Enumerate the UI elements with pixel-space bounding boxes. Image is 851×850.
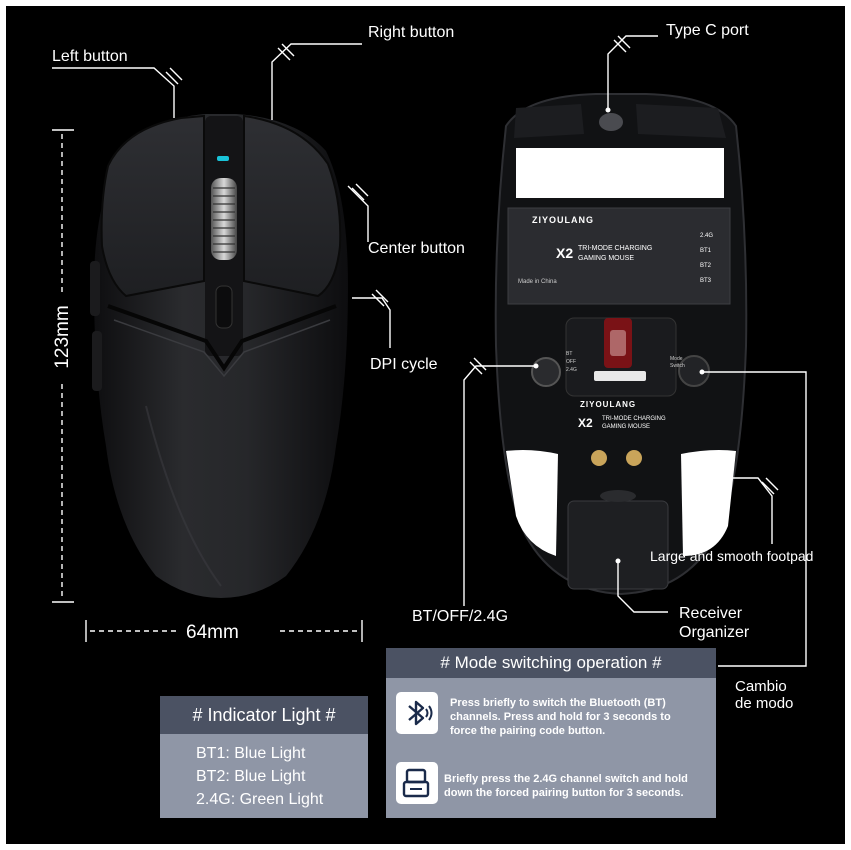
switch-mark-24g: 2.4G [566,367,577,373]
receiver-line-2: Organizer [679,624,750,641]
indicator-24g: 2.4G: Green Light [196,791,324,808]
leader-lines [52,35,807,667]
switch-mark-bt: BT [566,351,573,357]
product-infographic: ZIYOULANG X2 TRI-MODE CHARGING GAMING MO… [6,6,845,844]
indicator-light-panel: # Indicator Light # BT1: Blue Light BT2:… [160,696,368,818]
mouse-bottom-view [494,93,748,596]
bt-instruction: Press briefly to switch the Bluetooth (B… [450,697,671,737]
mode-switching-panel: # Mode switching operation # Press brief… [386,648,716,818]
made-in: Made in China [518,279,557,285]
height-dimension-label: 123mm [52,305,73,369]
bluetooth-icon [396,692,438,734]
sensor-product-line-2: GAMING MOUSE [602,424,651,430]
mode-bt2: BT2 [700,263,712,269]
right-button-label: Right button [368,24,455,41]
center-button-label: Center button [368,240,465,257]
product-line-2: GAMING MOUSE [578,255,635,262]
product-line-1: TRI-MODE CHARGING [578,245,653,252]
usb-receiver-icon [396,762,438,804]
indicator-bt1: BT1: Blue Light [196,745,306,762]
cambio-line-2: de modo [735,695,794,712]
mode-list: 2.4G BT1 BT2 BT3 [700,229,713,289]
model-name: X2 [556,245,574,261]
mode-bt3: BT3 [700,278,712,284]
left-button-label: Left button [52,48,128,65]
brand-name: ZIYOULANG [532,215,594,225]
width-dimension-label: 64mm [186,622,239,643]
mode-24g: 2.4G [700,233,714,239]
mode-switch-small-label: Mode Switch [670,356,685,369]
mouse-top-view [90,114,348,598]
switch-marks: BT OFF 2.4G [566,350,577,374]
indicator-bt2: BT2: Blue Light [196,768,306,785]
switch-mark-off: OFF [566,359,576,365]
cambio-line-1: Cambio [735,678,787,695]
cambio-label: Cambio de modo [735,678,793,712]
indicator-light-title: # Indicator Light # [160,696,368,734]
mode-switching-title: # Mode switching operation # [386,648,716,678]
receiver-organizer-label: Receiver Organizer [679,604,749,642]
sensor-product-line-1: TRI-MODE CHARGING [602,416,666,422]
mode-bt1: BT1 [700,248,712,254]
bottom-brand-label: ZIYOULANG X2 TRI-MODE CHARGING GAMING MO… [518,211,718,301]
rx-instruction: Briefly press the 2.4G channel switch an… [444,773,688,799]
bt-off-24g-label: BT/OFF/2.4G [412,608,509,625]
dpi-cycle-label: DPI cycle [370,356,438,373]
large-footpad-label: Large and smooth footpad [650,548,814,564]
receiver-line-1: Receiver [679,605,743,622]
sensor-brand-label: ZIYOULANG [580,400,637,409]
type-c-port-label: Type C port [666,22,749,39]
indicator-list: BT1: Blue Light BT2: Blue Light 2.4G: Gr… [196,742,323,811]
sensor-model-label: X2 [578,416,593,430]
